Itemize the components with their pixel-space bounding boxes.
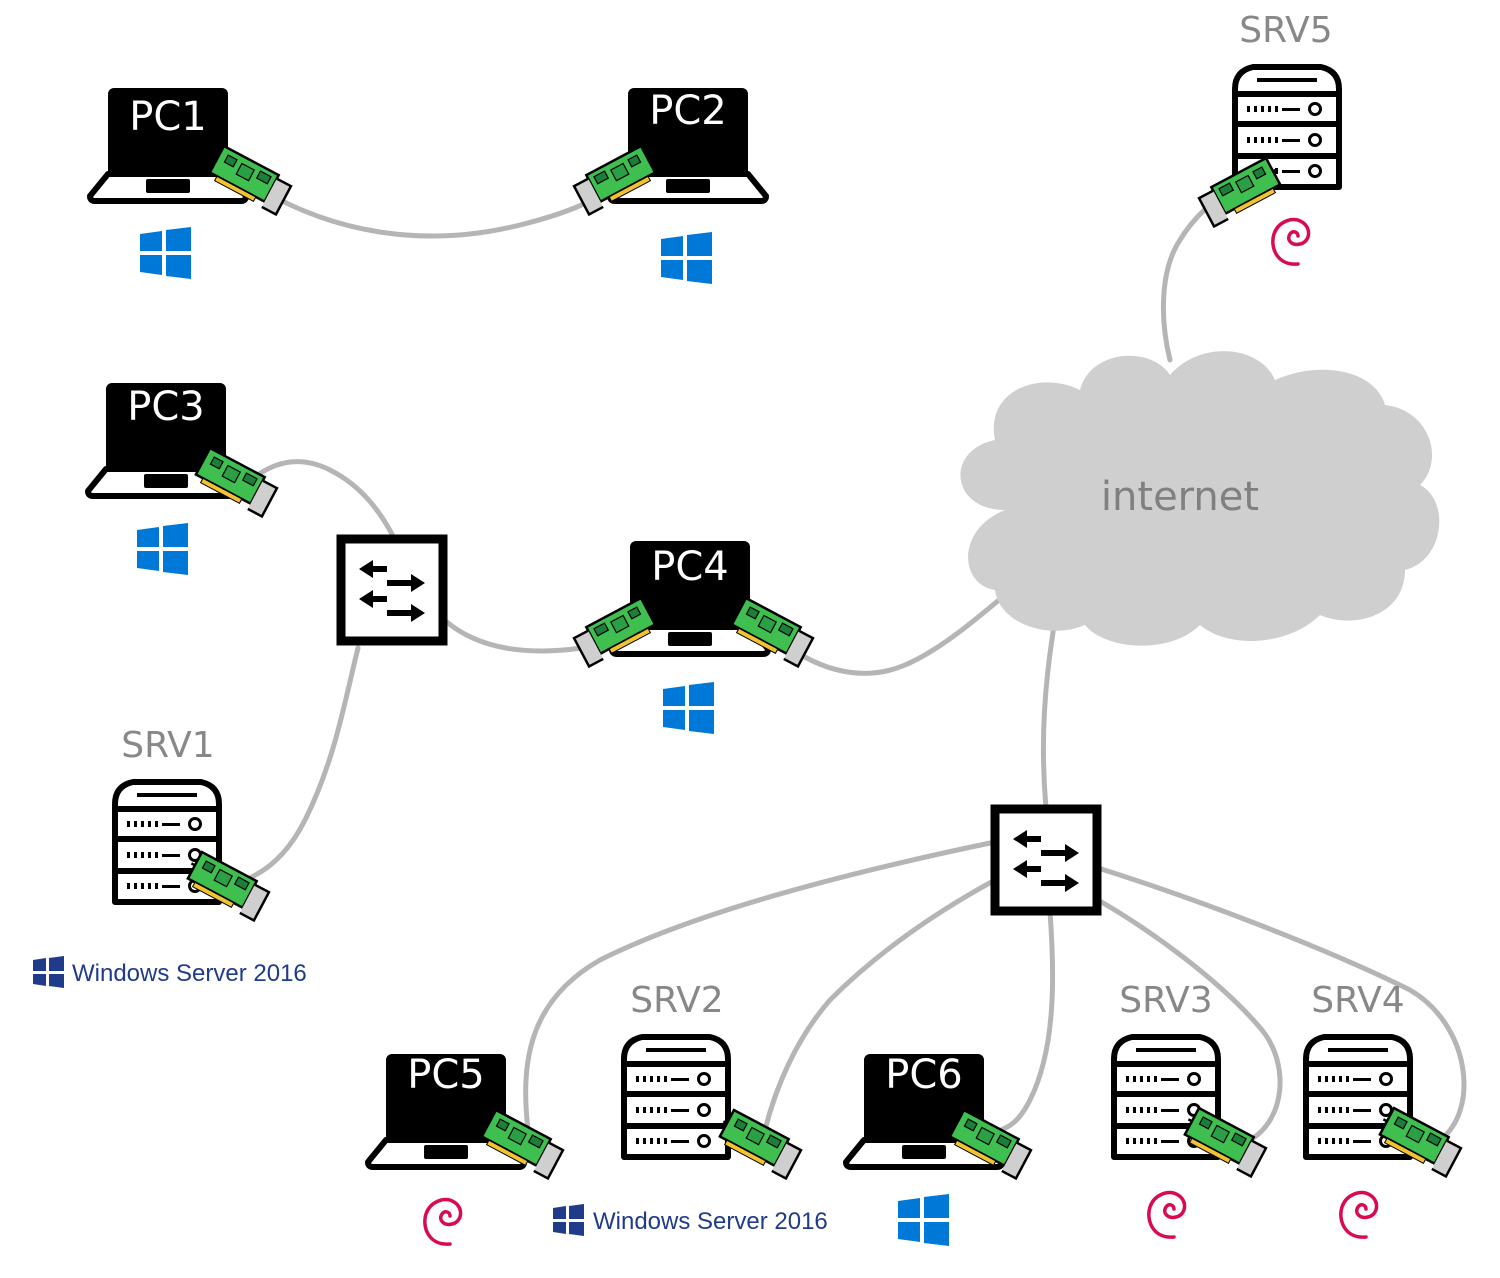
node-pc1: PC1 — [90, 90, 295, 279]
debian-logo-icon — [1339, 1190, 1379, 1239]
windows-logo-icon — [137, 523, 188, 575]
node-pc2: PC2 — [570, 88, 766, 284]
node-label-pc1: PC1 — [129, 94, 207, 140]
windows-logo-icon — [663, 682, 714, 734]
node-srv1: SRV1 Windows Server 2016 — [33, 725, 307, 988]
node-label-pc6: PC6 — [885, 1052, 963, 1098]
windows-server-logo-icon — [33, 956, 64, 988]
node-label-srv1: SRV1 — [121, 725, 214, 766]
node-label-srv5: SRV5 — [1239, 10, 1332, 51]
node-label-pc4: PC4 — [651, 544, 729, 590]
links — [242, 187, 1467, 1143]
os-label-srv1: Windows Server 2016 — [72, 960, 307, 987]
server-icon — [624, 1037, 728, 1157]
windows-logo-icon — [898, 1194, 949, 1246]
node-label-srv3: SRV3 — [1119, 980, 1212, 1021]
link-switch2-srv4 — [1095, 865, 1467, 1143]
node-label-pc5: PC5 — [407, 1052, 485, 1098]
switch-2-icon — [995, 809, 1097, 911]
node-pc4: PC4 — [570, 543, 817, 734]
node-srv4: SRV4 — [1306, 980, 1465, 1239]
link-switch2-pc6 — [992, 909, 1056, 1135]
link-switch1-srv1 — [242, 645, 361, 883]
cloud-label: internet — [1101, 474, 1259, 520]
debian-logo-icon — [423, 1197, 463, 1246]
node-label-srv4: SRV4 — [1311, 980, 1404, 1021]
debian-logo-icon — [1147, 1190, 1187, 1239]
link-switch2-srv2 — [762, 877, 998, 1133]
node-srv2: SRV2 Windows Server 2016 — [553, 980, 828, 1236]
node-label-pc2: PC2 — [649, 88, 727, 134]
link-cloud-switch2 — [1040, 617, 1058, 811]
debian-logo-icon — [1271, 217, 1311, 266]
link-pc3-switch1 — [252, 459, 398, 543]
windows-logo-icon — [140, 227, 191, 279]
link-switch2-srv3 — [1095, 897, 1283, 1143]
node-pc3: PC3 — [88, 384, 281, 575]
windows-logo-icon — [661, 232, 712, 284]
link-pc1-pc2 — [259, 187, 603, 239]
node-pc5: PC5 — [368, 1052, 567, 1246]
node-srv3: SRV3 — [1114, 980, 1270, 1239]
node-label-srv2: SRV2 — [630, 980, 723, 1021]
node-label-pc3: PC3 — [127, 384, 205, 430]
switch-1-icon — [341, 539, 443, 641]
link-switch1-pc4 — [437, 613, 603, 654]
link-pc4-cloud — [787, 592, 1008, 676]
cloud-icon — [960, 351, 1440, 646]
node-pc6: PC6 — [846, 1052, 1035, 1246]
os-label-srv2: Windows Server 2016 — [593, 1208, 828, 1235]
link-switch2-pc5 — [523, 839, 998, 1133]
node-srv5: SRV5 — [1195, 10, 1339, 266]
internet-cloud: internet — [960, 351, 1440, 646]
windows-server-logo-icon — [553, 1204, 584, 1236]
